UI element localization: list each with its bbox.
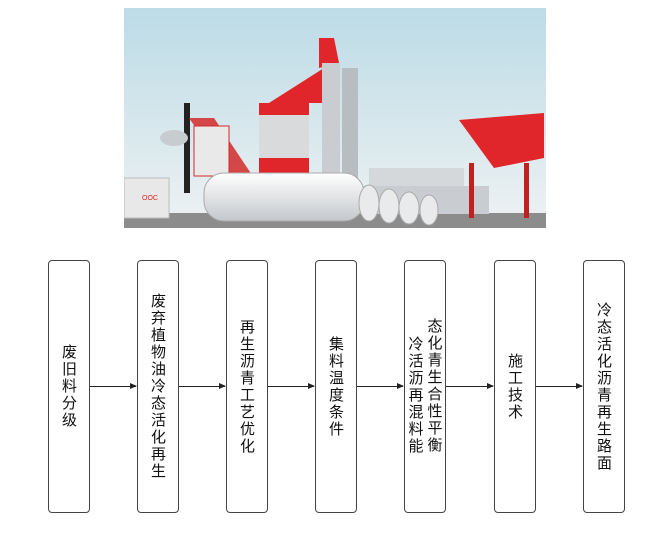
step-aggregate-temperature: 集料温度条件 xyxy=(315,260,357,513)
step-construction: 施工技术 xyxy=(494,260,536,513)
step-recycled-pavement: 冷态活化沥青再生路面 xyxy=(583,260,625,513)
asphalt-plant-photo: OOC xyxy=(124,8,546,228)
arrow xyxy=(90,383,137,389)
arrow xyxy=(179,383,226,389)
step-label-right: 态化青生合性平衡 xyxy=(425,318,444,454)
step-process-optimization: 再生沥青工艺优化 xyxy=(226,260,268,513)
step-label: 再生沥青工艺优化 xyxy=(238,318,256,455)
step-waste-grading: 废旧料分级 xyxy=(48,260,90,513)
arrow xyxy=(446,383,494,389)
step-mixture-balance: 态化青生合性平衡冷活沥再混料能 xyxy=(404,260,446,513)
step-label: 施工技术 xyxy=(506,352,524,421)
step-label: 废旧料分级 xyxy=(60,344,78,429)
arrow xyxy=(268,383,315,389)
arrow xyxy=(536,383,583,389)
step-label-left: 冷活沥再混料能 xyxy=(406,336,425,455)
step-label: 集料温度条件 xyxy=(327,335,345,438)
arrow xyxy=(357,383,404,389)
step-label: 冷态活化沥青再生路面 xyxy=(595,301,613,472)
ooc-logo: OOC xyxy=(142,195,158,202)
step-cold-activation: 废弃植物油冷态活化再生 xyxy=(137,260,179,513)
step-label: 废弃植物油冷态活化再生 xyxy=(149,293,167,480)
